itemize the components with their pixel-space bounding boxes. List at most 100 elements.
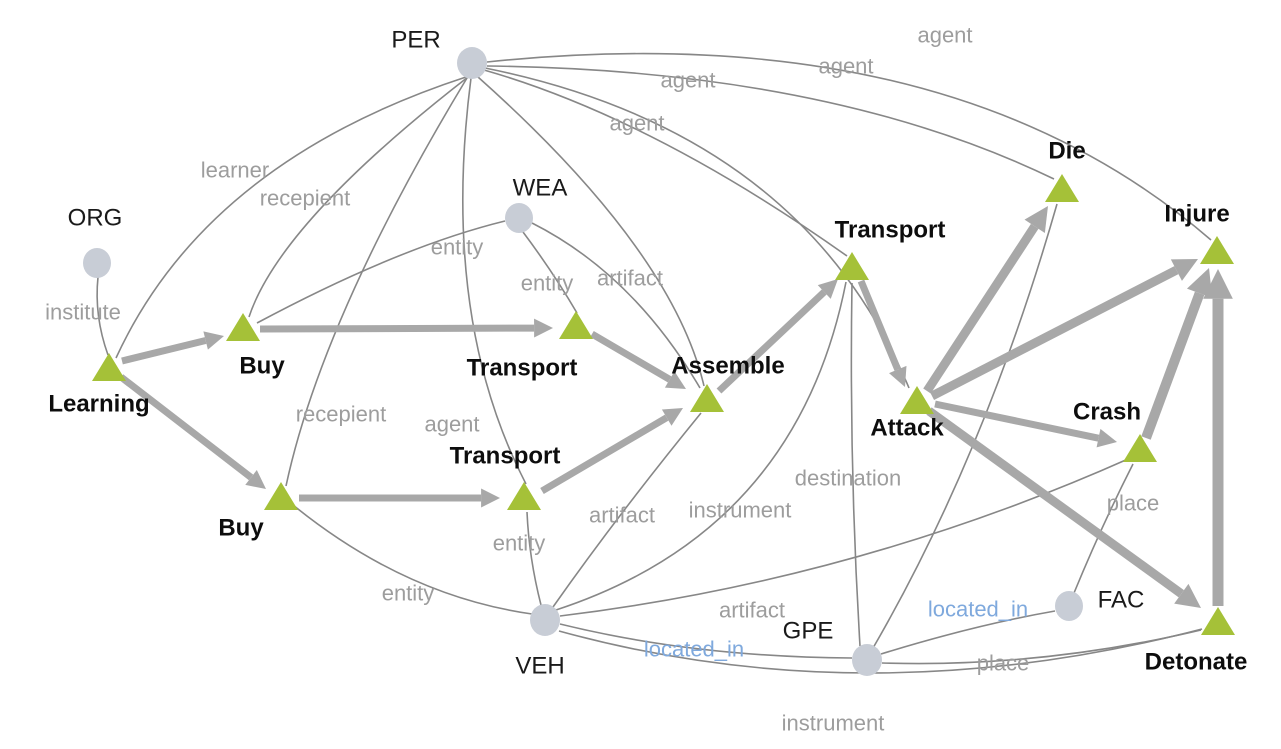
role-label-PER-Attack: agent [660, 68, 715, 93]
role-edge-PER-Learning [115, 76, 467, 359]
flow-edge-Attack-Die [923, 223, 1039, 394]
role-label-ORG-Learning: institute [45, 300, 121, 325]
flow-arrowhead-Detonate-Injure [1203, 269, 1233, 299]
role-edge-PER-Assemble [477, 76, 705, 387]
event-node-Crash [1123, 434, 1157, 462]
entity-node-GPE [852, 644, 882, 676]
entity-node-ORG [83, 248, 111, 278]
flow-arrowhead-Attack-Crash [1096, 428, 1117, 448]
flow-edge-Transport3-Attack [857, 279, 901, 371]
event-label-Assemble: Assemble [671, 353, 784, 380]
role-label-VEH-Detonate: instrument [782, 711, 885, 736]
role-label-WEA-Buy1: entity [431, 235, 484, 260]
flow-arrowhead-Transport1-Assemble [664, 371, 686, 389]
flow-edge-Attack-Injure [929, 266, 1179, 401]
role-label-VEH-Transport3: instrument [689, 498, 792, 523]
event-label-Detonate: Detonate [1145, 649, 1248, 676]
role-label-PER-Buy2: recepient [296, 402, 387, 427]
role-label-GPE-Transport3: destination [795, 466, 901, 491]
flow-arrowhead-Buy1-Transport1 [534, 318, 553, 338]
flow-edge-Attack-Detonate [926, 407, 1184, 598]
event-label-Transport1: Transport [467, 355, 578, 382]
event-label-Buy2: Buy [218, 515, 264, 542]
role-label-WEA-Assemble: artifact [597, 266, 663, 291]
role-label-PER-Die: agent [818, 54, 873, 79]
role-edge-PER-Transport2 [462, 77, 527, 485]
role-edge-VEH-Transport2 [526, 511, 542, 606]
entity-node-WEA [505, 203, 533, 233]
event-label-Attack: Attack [870, 415, 944, 442]
role-label-GPE-FAC: located_in [928, 597, 1028, 622]
flow-edge-Crash-Injure [1141, 291, 1205, 440]
event-label-Learning: Learning [48, 391, 149, 418]
role-label-PER-Learning: learner [201, 158, 269, 183]
event-label-Crash: Crash [1073, 399, 1141, 426]
role-edge-PER-Transport3 [483, 69, 848, 257]
role-edge-PER-Die [486, 65, 1055, 180]
role-label-VEH-Transport2: entity [493, 531, 546, 556]
event-label-Injure: Injure [1164, 201, 1229, 228]
role-edge-WEA-Transport1 [522, 231, 578, 314]
entity-node-FAC [1055, 591, 1083, 621]
role-edge-WEA-Assemble [531, 222, 701, 389]
flow-arrowhead-Learning-Buy1 [203, 331, 224, 350]
flow-edge-Assemble-Transport3 [716, 289, 827, 394]
flow-edge-Learning-Buy2 [118, 374, 254, 481]
role-label-PER-Transport2: agent [424, 412, 479, 437]
entity-node-PER [457, 47, 487, 79]
flow-edge-Attack-Crash [934, 400, 1100, 442]
role-edge-WEA-Buy1 [256, 220, 506, 324]
flow-arrowhead-Attack-Injure [1170, 259, 1198, 281]
event-node-Learning [92, 353, 126, 381]
role-label-VEH-GPE: located_in [644, 637, 744, 662]
entity-label-ORG: ORG [68, 205, 123, 232]
event-node-Die [1045, 174, 1079, 202]
role-edge-VEH-Buy2 [292, 504, 533, 615]
flow-arrowhead-Transport3-Attack [889, 365, 907, 387]
role-edge-PER-Buy1 [248, 76, 469, 318]
role-edge-PER-Injure [486, 52, 1212, 241]
entity-label-FAC: FAC [1098, 587, 1145, 614]
flow-arrowhead-Buy2-Transport2 [481, 488, 500, 508]
role-edge-PER-Buy2 [285, 77, 468, 487]
flow-edge-Buy1-Transport1 [259, 324, 535, 333]
role-edge-ORG-Learning [96, 276, 109, 356]
entity-label-WEA: WEA [513, 175, 568, 202]
role-label-VEH-Buy2: entity [382, 581, 435, 606]
flow-arrowhead-Attack-Detonate [1174, 583, 1201, 608]
event-label-Transport3: Transport [835, 217, 946, 244]
role-edge-GPE-FAC [880, 610, 1056, 655]
role-edge-VEH-Crash [559, 458, 1129, 617]
event-node-Detonate [1201, 607, 1235, 635]
flow-arrowhead-Learning-Buy2 [245, 469, 266, 489]
role-edge-GPE-Transport3 [850, 282, 861, 647]
entity-label-VEH: VEH [515, 653, 564, 680]
event-node-Transport2 [507, 482, 541, 510]
flow-edge-Transport2-Assemble [540, 414, 669, 495]
role-label-VEH-Assemble: artifact [589, 503, 655, 528]
entity-node-VEH [530, 604, 560, 636]
event-node-Transport3 [835, 252, 869, 280]
role-label-VEH-Crash: artifact [719, 598, 785, 623]
flow-edge-Learning-Buy1 [121, 337, 207, 365]
flow-arrowhead-Assemble-Transport3 [817, 279, 838, 299]
role-label-PER-Buy1: recepient [260, 186, 351, 211]
role-edge-VEH-Transport3 [555, 281, 847, 611]
event-node-Attack [900, 386, 934, 414]
flow-arrowhead-Crash-Injure [1186, 268, 1213, 299]
flow-edge-Transport1-Assemble [590, 330, 672, 383]
event-label-Die: Die [1048, 138, 1085, 165]
flow-arrowhead-Attack-Die [1024, 206, 1048, 233]
role-label-WEA-Transport1: entity [521, 271, 574, 296]
role-edge-VEH-GPE [559, 623, 853, 659]
role-label-FAC-Crash: place [1107, 491, 1160, 516]
role-edge-FAC-Crash [1073, 463, 1134, 594]
event-node-Buy1 [226, 313, 260, 341]
event-label-Transport2: Transport [450, 443, 561, 470]
role-label-GPE-Detonate: place [977, 651, 1030, 676]
role-label-PER-Transport3: agent [609, 111, 664, 136]
event-node-Injure [1200, 236, 1234, 264]
role-edge-VEH-Assemble [552, 412, 702, 608]
